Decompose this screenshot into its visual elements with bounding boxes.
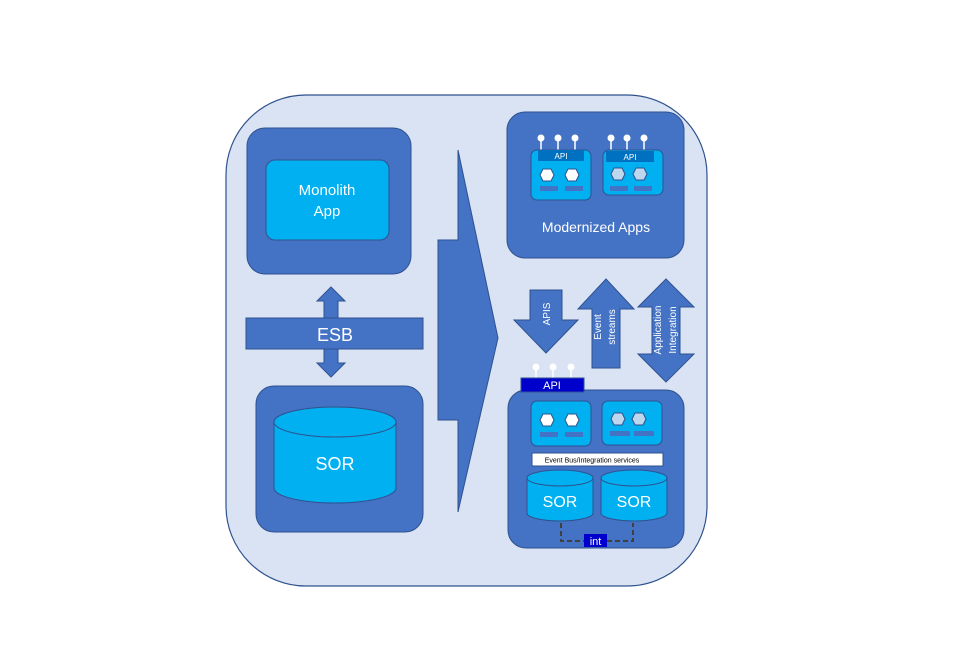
sor-right-2-label: SOR <box>617 494 652 511</box>
sor-cylinder-left <box>273 421 397 504</box>
int-box <box>584 534 607 547</box>
apis-down-arrow <box>512 289 580 354</box>
api-gateway-box <box>520 377 585 393</box>
app-integration-double-arrow <box>636 278 696 383</box>
microservice-3 <box>530 400 592 447</box>
app-integration-label-line1: Application <box>653 306 664 355</box>
event-streams-label-line2: streams <box>607 309 618 345</box>
app-integration-label-line2: Integration <box>668 306 679 353</box>
int-label: int <box>590 536 602 548</box>
microservice-2: API <box>602 134 664 196</box>
esb-label: ESB <box>317 325 353 345</box>
sor-cylinder-right-2 <box>600 477 668 522</box>
event-streams-label-line1: Event <box>593 314 604 340</box>
sor-cylinder-right-2-top <box>600 469 668 487</box>
monolith-label-line1: Monolith <box>299 182 356 199</box>
modernized-apps-label: Modernized Apps <box>542 219 650 235</box>
api-gateway-label: API <box>543 380 561 392</box>
monolith-app-box <box>265 159 390 241</box>
sor-cylinder-left-top <box>273 406 397 438</box>
microservice-1: API <box>530 134 592 201</box>
int-dashed-connector <box>560 523 634 542</box>
monolith-label-line2: App <box>314 203 341 220</box>
sor-right-1-label: SOR <box>543 494 578 511</box>
sor-cylinder-right-1-top <box>526 469 594 487</box>
transformation-arrow <box>437 149 499 513</box>
microservice-4 <box>601 400 663 446</box>
api-label-1: API <box>555 152 568 161</box>
api-gateway-pins <box>532 363 575 379</box>
esb-bar <box>245 317 424 350</box>
event-bus-label: Event Bus/Integration services <box>545 458 640 465</box>
event-streams-up-arrow <box>576 278 636 369</box>
modernized-apps-container <box>506 111 685 259</box>
api-label-2: API <box>624 153 637 162</box>
sor-left-label: SOR <box>315 454 354 474</box>
event-bus-bar <box>531 452 664 467</box>
apis-arrow-label: APIS <box>542 302 553 325</box>
sor-cylinder-right-1 <box>526 477 594 522</box>
